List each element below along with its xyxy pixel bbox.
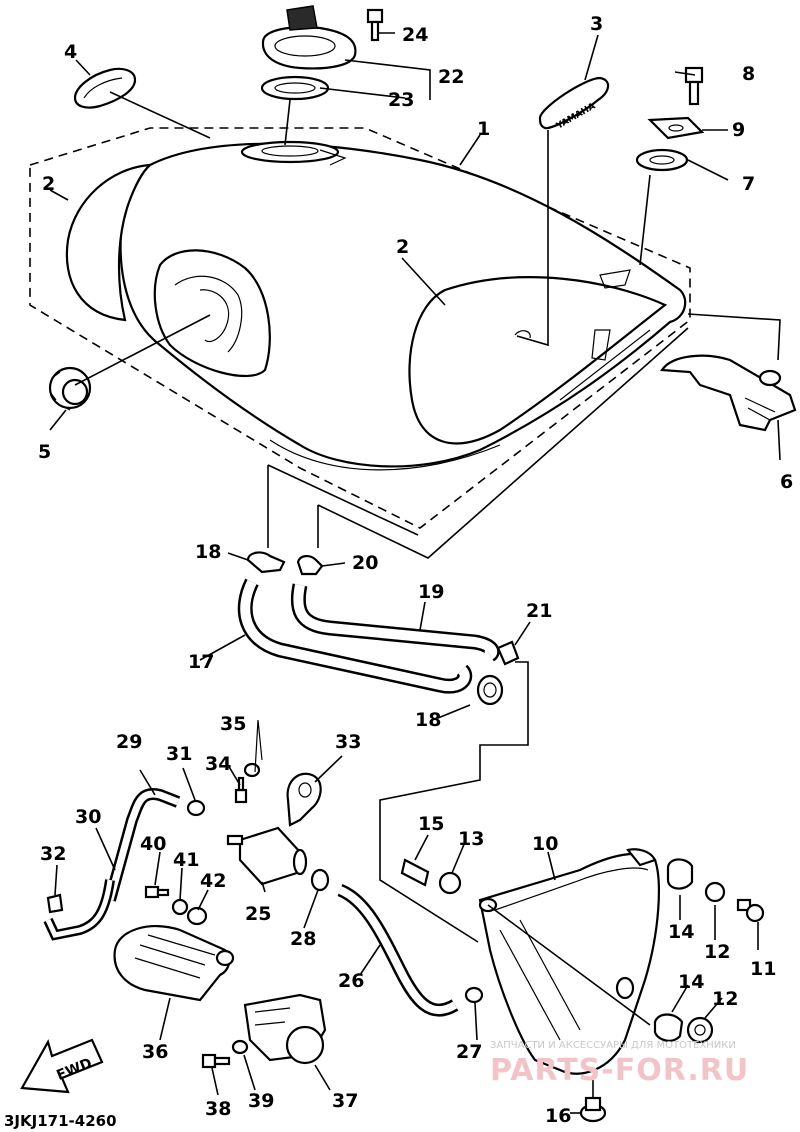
callout-21: 21: [526, 600, 552, 622]
grommet-13: [438, 871, 462, 895]
grommet-14b: [653, 1013, 684, 1042]
side-cover-10: [478, 848, 660, 1075]
callout-22: 22: [438, 66, 464, 88]
fuel-hose-26: [337, 883, 459, 1017]
callout-39: 39: [248, 1090, 274, 1112]
callout-40: 40: [140, 833, 166, 855]
hose-clip-28: [310, 868, 330, 892]
callout-12b: 12: [712, 988, 738, 1010]
watermark: ЗАПЧАСТИ И АКСЕССУАРЫ ДЛЯ МОТОТЕХНИКИ PA…: [490, 1040, 749, 1088]
hose-clip-21: [496, 640, 520, 666]
callout-13: 13: [458, 828, 484, 850]
grommet-7: [635, 148, 689, 172]
fuel-cap: [261, 5, 357, 70]
fuel-filter: [226, 826, 308, 886]
fuel-cock: [243, 993, 327, 1065]
cover-36: [113, 925, 235, 1002]
callout-29: 29: [116, 731, 142, 753]
washer-41: [171, 898, 189, 916]
callout-11: 11: [750, 958, 776, 980]
callout-32: 32: [40, 843, 66, 865]
callout-27: 27: [456, 1041, 482, 1063]
callout-9: 9: [732, 119, 745, 141]
callout-34: 34: [205, 753, 231, 775]
grommet-14a: [666, 858, 694, 890]
callout-14b: 14: [678, 971, 704, 993]
callout-2-right: 2: [396, 236, 409, 258]
hose-clip-18b: [476, 674, 504, 706]
callout-37: 37: [332, 1090, 358, 1112]
callout-41: 41: [173, 849, 199, 871]
callout-31: 31: [166, 743, 192, 765]
callout-3: 3: [590, 13, 603, 35]
fuel-tank: [29, 127, 691, 529]
callout-38: 38: [205, 1098, 231, 1120]
callout-18a: 18: [195, 541, 221, 563]
fwd-arrow: FWD: [20, 1038, 104, 1094]
tank-bracket: [660, 354, 797, 432]
bolt-38: [201, 1053, 231, 1069]
washer-39: [231, 1039, 249, 1055]
callout-17: 17: [188, 651, 214, 673]
watermark-logo: PARTS-FOR.RU: [490, 1053, 749, 1088]
watermark-subtitle: ЗАПЧАСТИ И АКСЕССУАРЫ ДЛЯ МОТОТЕХНИКИ: [490, 1040, 736, 1051]
hose-clip-18a: [246, 551, 286, 574]
callout-35: 35: [220, 713, 246, 735]
washer-35: [243, 762, 261, 778]
hose-clip-27: [464, 986, 484, 1004]
yamaha-emblem: YAMAHA: [538, 76, 610, 132]
washer-9: [647, 116, 705, 140]
rubber-damper-5: [48, 366, 92, 411]
callout-4: 4: [64, 41, 77, 63]
screw-24: [366, 8, 384, 42]
callout-1: 1: [477, 118, 490, 140]
callout-10: 10: [532, 833, 558, 855]
callout-26: 26: [338, 970, 364, 992]
hose-clip-31: [186, 799, 206, 817]
diagram-code: 3JKJ171-4260: [4, 1112, 117, 1130]
callout-28: 28: [290, 928, 316, 950]
bolt-40: [144, 885, 170, 899]
bolt-11: [736, 898, 765, 923]
callout-15: 15: [418, 813, 444, 835]
callout-14a: 14: [668, 921, 694, 943]
callout-20: 20: [352, 552, 378, 574]
callout-30: 30: [75, 806, 101, 828]
cap-gasket: [260, 75, 330, 101]
washer-12a: [704, 881, 726, 903]
callout-12a: 12: [704, 941, 730, 963]
tank-pad-strip: [73, 67, 137, 109]
hose-clip-20: [296, 555, 324, 576]
callout-42: 42: [200, 870, 226, 892]
callout-23: 23: [388, 89, 414, 111]
callout-19: 19: [418, 581, 444, 603]
collar-15: [400, 858, 430, 887]
callout-2-left: 2: [42, 173, 55, 195]
hose-clip-32: [46, 893, 64, 914]
collar-42: [186, 906, 208, 926]
callout-36: 36: [142, 1041, 168, 1063]
callout-33: 33: [335, 731, 361, 753]
callout-25: 25: [245, 903, 271, 925]
callout-labels: 1 2 2 3 4 5 6 7 8 9 10 11 12 12 13 14 14…: [38, 13, 793, 1127]
callout-24: 24: [402, 24, 428, 46]
grommet-16: [579, 1096, 607, 1123]
callout-8: 8: [742, 63, 755, 85]
leader-lines: [49, 32, 781, 1114]
washer-12b: [686, 1016, 714, 1044]
callout-7: 7: [742, 173, 755, 195]
callout-6: 6: [780, 471, 793, 493]
filter-clamp-33: [286, 772, 322, 827]
callout-5: 5: [38, 441, 51, 463]
callout-18b: 18: [415, 709, 441, 731]
callout-16: 16: [545, 1105, 571, 1127]
